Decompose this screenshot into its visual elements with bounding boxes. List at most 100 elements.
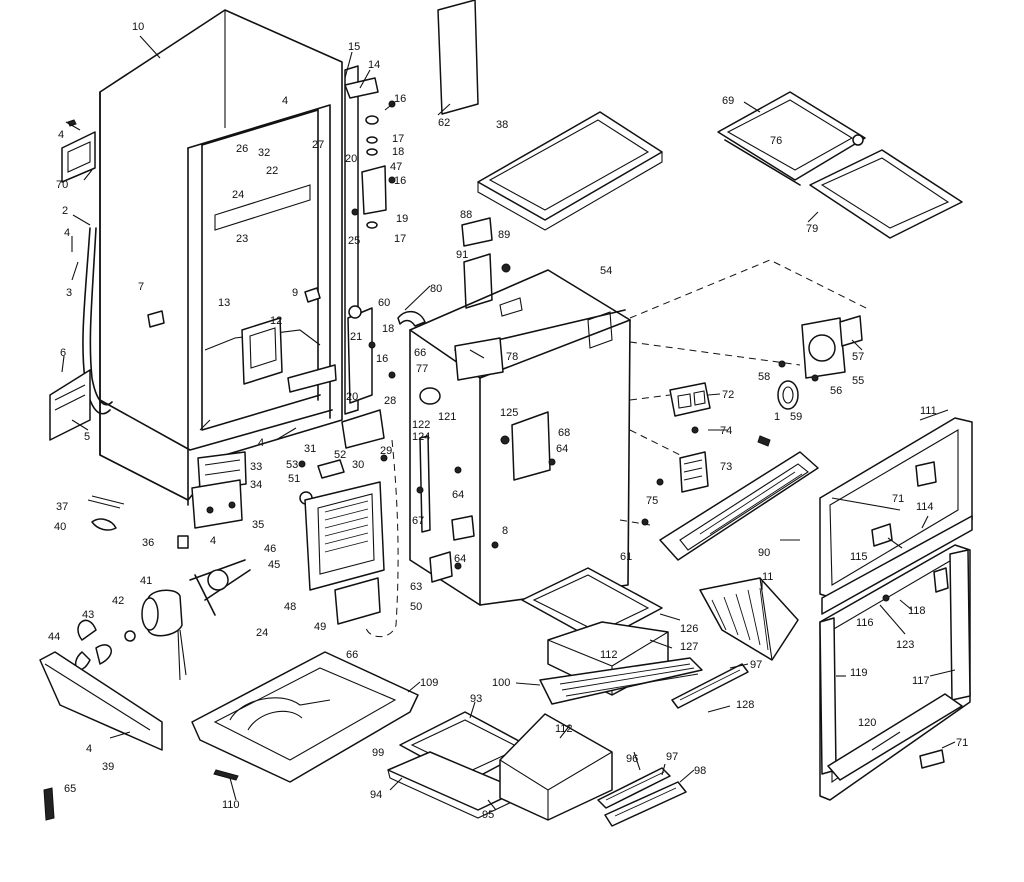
label-44: 44: [48, 631, 60, 643]
label-66b: 66: [414, 347, 426, 359]
parts-88-91: [461, 217, 511, 309]
guide-line-3: [629, 394, 671, 401]
label-25: 25: [348, 235, 360, 247]
label-116: 116: [856, 617, 874, 629]
label-78: 78: [506, 351, 518, 363]
label-24b: 24: [256, 627, 268, 639]
label-17b: 17: [394, 233, 406, 245]
label-2: 2: [62, 205, 68, 217]
label-69: 69: [722, 95, 734, 107]
label-6: 6: [60, 347, 66, 359]
label-4d: 4: [258, 437, 264, 449]
part-labels: 10 15 14 16 17 18 20 47 16 19 25 17 4 26…: [48, 21, 968, 821]
label-52: 52: [334, 449, 346, 461]
label-37: 37: [56, 501, 68, 513]
label-64b: 64: [452, 489, 464, 501]
label-43: 43: [82, 609, 94, 621]
label-65: 65: [64, 783, 76, 795]
label-29: 29: [380, 445, 392, 457]
door-lower: [819, 544, 971, 801]
label-111: 111: [920, 405, 937, 417]
label-64c: 64: [454, 553, 466, 565]
label-63: 63: [410, 581, 422, 593]
label-77: 77: [416, 363, 428, 375]
tray-79: [809, 149, 963, 239]
label-14: 14: [368, 59, 380, 71]
label-68: 68: [558, 427, 570, 439]
label-88: 88: [460, 209, 472, 221]
label-38: 38: [496, 119, 508, 131]
label-91: 91: [456, 249, 468, 261]
label-71b: 71: [956, 737, 968, 749]
label-95: 95: [482, 809, 494, 821]
door-upper: [819, 417, 973, 615]
label-42: 42: [112, 595, 124, 607]
label-20: 20: [345, 153, 357, 165]
label-10: 10: [132, 21, 144, 33]
label-110: 110: [222, 799, 240, 811]
label-19: 19: [396, 213, 408, 225]
label-4a: 4: [282, 95, 288, 107]
label-18b: 18: [382, 323, 394, 335]
shelf-69: [717, 91, 866, 186]
label-16c: 16: [376, 353, 388, 365]
label-7: 7: [138, 281, 144, 293]
label-94: 94: [370, 789, 382, 801]
label-15: 15: [348, 41, 360, 53]
label-93: 93: [470, 693, 482, 705]
shelf-38: [477, 111, 663, 231]
label-3: 3: [66, 287, 72, 299]
guide-line-1: [629, 259, 871, 319]
label-59: 59: [790, 411, 802, 423]
fan-motor: [39, 559, 251, 821]
label-27: 27: [312, 139, 324, 151]
middle-brackets: [287, 305, 426, 449]
parts-72-75: [641, 382, 711, 526]
label-112b: 112: [555, 723, 573, 735]
label-11: 11: [762, 571, 773, 583]
label-51: 51: [288, 473, 300, 485]
label-34: 34: [250, 479, 262, 491]
label-122: 122: [412, 419, 430, 431]
label-96: 96: [626, 753, 638, 765]
crisper-upper: [521, 567, 749, 709]
label-5: 5: [84, 431, 90, 443]
label-1: 1: [774, 411, 780, 423]
label-30: 30: [352, 459, 364, 471]
label-4c: 4: [64, 227, 70, 239]
label-115: 115: [850, 551, 868, 563]
label-4e: 4: [210, 535, 216, 547]
label-120: 120: [858, 717, 876, 729]
label-125: 125: [500, 407, 518, 419]
clips: [298, 454, 388, 505]
label-100: 100: [492, 677, 510, 689]
label-56: 56: [830, 385, 842, 397]
label-33: 33: [250, 461, 262, 473]
label-16: 16: [394, 93, 406, 105]
label-123: 123: [896, 639, 914, 651]
label-119: 119: [850, 667, 868, 679]
wire-dashed: [365, 439, 399, 638]
label-46: 46: [264, 543, 276, 555]
damper-55: [777, 315, 863, 410]
label-114: 114: [916, 501, 934, 513]
label-8: 8: [502, 525, 508, 537]
bracket-12: [241, 317, 283, 385]
label-35: 35: [252, 519, 264, 531]
drain-pan-109: [191, 651, 419, 783]
crisper-lower: [387, 711, 687, 827]
label-127: 127: [680, 641, 698, 653]
label-112: 112: [600, 649, 618, 661]
grille-90: [659, 451, 819, 561]
label-97b: 97: [666, 751, 678, 763]
leader-lines: [61, 35, 956, 811]
label-24: 24: [232, 189, 244, 201]
label-60: 60: [378, 297, 390, 309]
part-70-plate: [61, 119, 96, 183]
label-20b: 20: [346, 391, 358, 403]
label-49: 49: [314, 621, 326, 633]
label-80: 80: [430, 283, 442, 295]
label-45: 45: [268, 559, 280, 571]
label-4b: 4: [58, 129, 64, 141]
label-21: 21: [350, 331, 362, 343]
